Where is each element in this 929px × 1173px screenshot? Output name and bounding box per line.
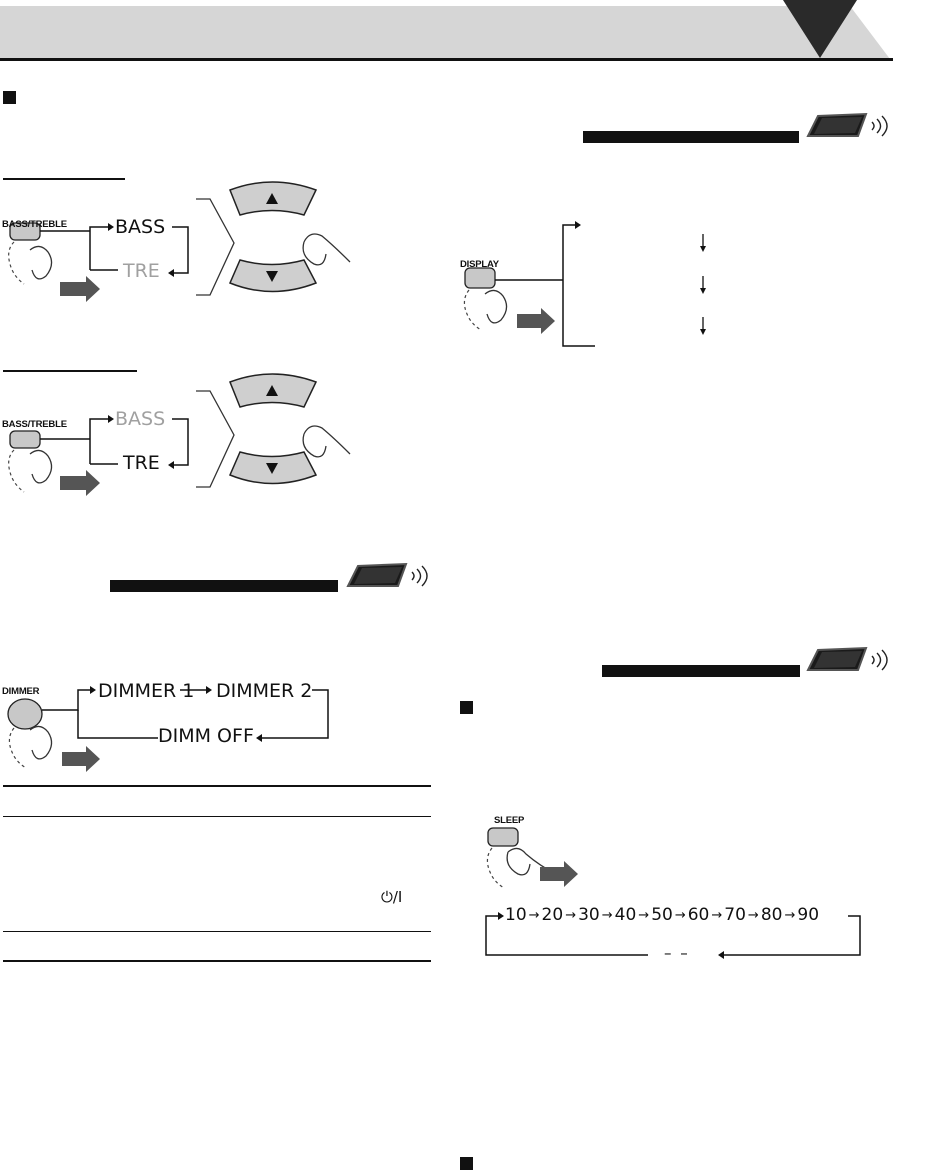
sleep-arrow-icon: → <box>638 907 650 923</box>
sleep-arrow-icon: → <box>784 907 796 923</box>
sleep-cycle-sequence: 10 → 20 → 30 → 40 → 50 → 60 → 70 → 80 → … <box>505 905 819 925</box>
dimmer-cycle-diagram <box>7 686 329 772</box>
section-bullet-bottom <box>460 1157 473 1170</box>
dimmer-2-option: DIMMER 2 <box>216 680 313 702</box>
header-band <box>0 6 890 59</box>
bass-treble-button-label: BASS/TREBLE <box>2 219 67 230</box>
sleep-button-diagram <box>486 827 578 889</box>
sleep-arrow-icon: → <box>528 907 540 923</box>
note-rule-3 <box>3 931 431 932</box>
continued-triangle-icon <box>783 0 857 58</box>
display-heading-bar <box>583 131 799 143</box>
sleep-value-70: 70 <box>724 905 746 925</box>
bass-option-active: BASS <box>115 216 166 238</box>
sleep-value-20: 20 <box>541 905 564 925</box>
sleep-arrow-icon: → <box>565 907 577 923</box>
sleep-value-10: 10 <box>505 905 527 925</box>
sleep-section-bullet <box>460 701 473 714</box>
treble-adjust-diagram <box>8 373 351 496</box>
sleep-value-80: 80 <box>760 905 783 925</box>
sleep-heading-bar <box>602 665 800 677</box>
dimmer-off-option: DIMM OFF <box>158 725 254 747</box>
bass-treble-button-label-2: BASS/TREBLE <box>2 419 67 430</box>
note-rule-2 <box>3 816 431 817</box>
sleep-value-90: 90 <box>797 905 820 925</box>
treble-heading-underline <box>3 370 137 372</box>
sleep-cycle-frame <box>485 912 861 959</box>
dimmer-1-option: DIMMER 1 <box>98 680 195 702</box>
sleep-arrow-icon: → <box>747 907 759 923</box>
bass-heading-underline <box>3 178 125 180</box>
dimmer-heading-bar <box>110 580 338 592</box>
sleep-button-label: SLEEP <box>494 815 525 826</box>
section-bullet <box>3 91 16 104</box>
treble-option-inactive: TRE <box>123 260 160 282</box>
bass-adjust-diagram <box>8 181 351 302</box>
sleep-value-30: 30 <box>578 905 600 925</box>
sleep-value-50: 50 <box>651 905 673 925</box>
sleep-arrow-icon: → <box>601 907 613 923</box>
sleep-arrow-icon: → <box>711 907 723 923</box>
treble-option-active: TRE <box>123 452 160 474</box>
remote-control-icon <box>346 562 428 587</box>
note-rule-bottom <box>3 960 431 962</box>
dimmer-button-label: DIMMER <box>2 686 40 697</box>
sleep-value-60: 60 <box>687 905 710 925</box>
sleep-arrow-icon: → <box>674 907 686 923</box>
display-cycle-diagram <box>463 221 706 347</box>
sleep-cancel-indicator: – – <box>664 944 690 962</box>
remote-control-icon-3 <box>806 646 888 671</box>
note-rule-top <box>3 785 431 787</box>
remote-control-icon-2 <box>806 112 888 137</box>
sleep-value-40: 40 <box>614 905 637 925</box>
header-rule <box>0 58 893 61</box>
power-standby-icon: ⏻/I <box>381 888 403 906</box>
bass-option-inactive: BASS <box>115 408 166 430</box>
display-button-label: DISPLAY <box>460 259 499 270</box>
